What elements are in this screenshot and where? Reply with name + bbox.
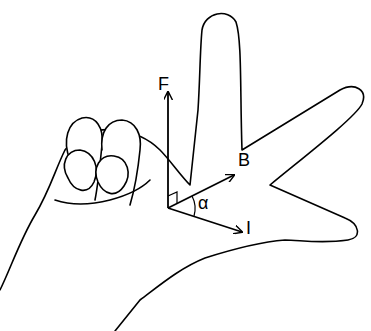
force-label: F [158,75,169,93]
current-label: I [246,219,251,237]
finger-crease [55,180,150,204]
angle-label: α [198,194,208,212]
field-label: B [238,151,250,169]
force-arrow [167,92,169,208]
fingernail [96,156,128,194]
fingernail [64,150,96,190]
hand-outline [0,14,363,331]
angle-arc [192,196,195,216]
right-angle-mark [168,192,177,204]
